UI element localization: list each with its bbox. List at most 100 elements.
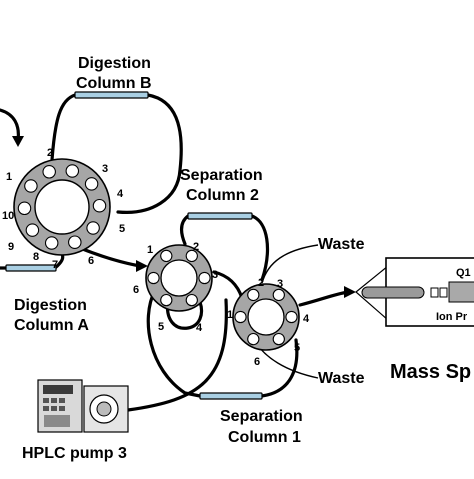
six-a-label-5: 5 [158,321,164,333]
quadrupole-q1 [448,281,474,303]
ten-port-label-6: 6 [88,255,94,267]
tube-digestion-b-loop [50,93,183,214]
separation-1-label-line1: Separation [220,408,303,425]
six-port-a-hole [198,271,211,285]
six-port-a-hole [185,249,198,263]
six-port-b-hole [247,288,260,302]
six-port-b-hole [272,332,285,346]
digestion-b-label-line1: Digestion [78,55,151,72]
pump-key [59,398,65,403]
six-port-a-hole [160,249,173,263]
ten-port-hole [44,236,59,250]
separation-column-2 [187,212,253,220]
separation-column-1 [199,392,263,400]
ten-port-label-9: 9 [8,241,14,253]
pump-key [51,398,57,403]
tube-six-a-to-six-b [212,270,244,300]
six-a-label-1: 1 [147,244,153,256]
pump-key [43,398,49,403]
ion-label: Ion Pr [436,311,468,323]
pump-keypad [44,415,70,427]
ten-port-hole [17,201,32,216]
ten-port-hole [65,164,80,178]
lens-element [439,287,448,298]
pump-key [51,406,57,411]
ten-port-hole [84,177,99,191]
ion-transfer-tube [361,286,425,299]
ten-port-valve-core [34,179,90,235]
ten-port-label-5: 5 [119,223,125,235]
six-port-a-hole [147,271,160,285]
six-port-valve-b-core [247,298,285,336]
ten-port-hole [68,235,82,249]
ten-port-label-3: 3 [102,163,108,175]
ten-to-six-arrowhead [136,260,148,272]
ten-port-holes [17,164,107,250]
six-port-valve-a [145,244,213,312]
digestion-column-a [5,264,57,272]
six-a-label-2: 2 [193,241,199,253]
six-b-label-6: 6 [254,356,260,368]
six-b-label-5: 5 [294,342,300,354]
separation-2-label-line2: Column 2 [186,187,259,204]
six-port-b-hole [234,310,247,324]
ten-port-hole [92,198,107,213]
six-a-label-4: 4 [196,322,203,334]
separation-1-label-line2: Column 1 [228,429,301,446]
six-b-label-2: 2 [258,277,264,289]
six-b-label-1: 1 [227,309,233,321]
digestion-b-label-line2: Column B [76,75,152,92]
ten-port-label-4: 4 [117,188,124,200]
ten-port-label-1: 1 [6,171,12,183]
digestion-a-label-line1: Digestion [14,297,87,314]
digestion-column-b [74,91,149,99]
six-port-valve-b [232,283,300,351]
tube-to-mass-spec [298,290,350,307]
waste-label-bottom: Waste [318,370,365,387]
six-port-a-holes [147,249,211,307]
pump-display [43,385,73,394]
tube-valve-a-small-loop [165,298,204,330]
six-port-b-holes [234,288,298,346]
six-b-label-3: 3 [277,278,283,290]
mass-spec-inlet: Q1 Ion Pr [355,257,474,327]
ten-port-label-2: 2 [47,147,53,159]
tube-separation-2-loop [180,214,270,282]
tube-hplc-pump [126,298,228,412]
six-b-label-4: 4 [303,313,310,325]
ten-port-label-7: 7 [52,259,58,271]
digestion-a-label-line2: Column A [14,317,89,334]
pump-key [43,406,49,411]
mass-spec-label: Mass Sp [390,361,471,383]
ten-port-hole [25,223,40,237]
ten-port-hole [86,221,100,235]
six-port-a-hole [160,293,173,307]
ten-port-valve [13,158,111,256]
pump-head-inner [96,401,112,417]
six-port-a-hole [185,293,198,307]
six-port-b-hole [285,310,298,324]
six-port-valve-a-core [160,259,198,297]
six-a-label-6: 6 [133,284,139,296]
ten-port-hole [24,179,38,193]
six-port-b-hole [272,288,285,302]
ten-port-label-8: 8 [33,251,39,263]
hplc-pump-label: HPLC pump 3 [22,445,127,462]
tube-inlet-top [0,108,20,142]
six-port-b-hole [247,332,260,346]
ms-arrowhead [344,286,356,298]
waste-label-top: Waste [318,236,365,253]
six-a-label-3: 3 [212,269,218,281]
ten-port-label-10: 10 [2,210,14,222]
separation-2-label-line1: Separation [180,167,263,184]
q1-label: Q1 [456,267,471,279]
waste-line-top [261,244,319,284]
pump-key [59,406,65,411]
tube-separation-1-loop [146,288,299,398]
hplc-pump [37,379,129,433]
lens-element [430,287,439,298]
ten-port-hole [42,165,56,179]
inlet-arrowhead [12,136,24,147]
